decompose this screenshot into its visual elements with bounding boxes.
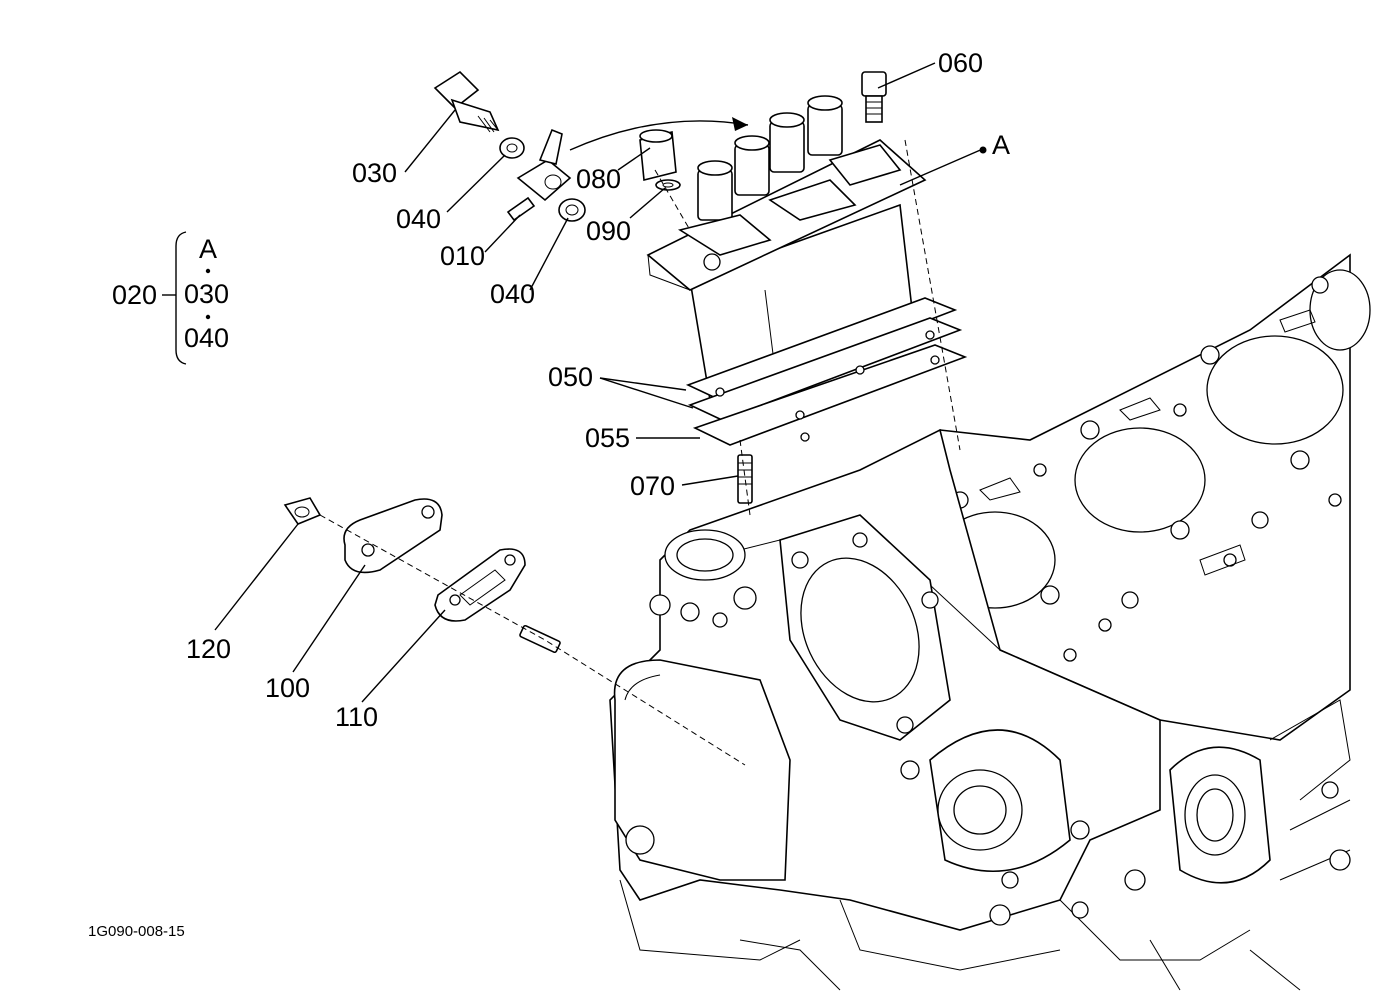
callout-060: 060 — [938, 48, 983, 78]
callout-A: A — [992, 130, 1010, 160]
group-member-030: 030 — [184, 279, 229, 309]
callout-050: 050 — [548, 362, 593, 392]
assembly-group-020: 020 A 030 040 — [112, 231, 229, 365]
callout-040-lower: 040 — [490, 279, 535, 309]
callout-070: 070 — [630, 471, 675, 501]
callout-040-upper: 040 — [396, 204, 441, 234]
callout-120: 120 — [186, 634, 231, 664]
group-member-040: 040 — [184, 323, 229, 353]
figure-code: 1G090-008-15 — [88, 923, 185, 940]
leader-lines — [214, 62, 986, 703]
group-member-A: A — [199, 234, 217, 264]
callout-090: 090 — [586, 216, 631, 246]
collar-and-washer — [639, 129, 681, 191]
callout-030: 030 — [352, 158, 397, 188]
assembly-center-line — [319, 514, 746, 766]
callout-010: 010 — [440, 241, 485, 271]
cover-plate-assembly — [283, 497, 561, 654]
callout-055: 055 — [585, 423, 630, 453]
callout-080: 080 — [576, 164, 621, 194]
group-label: 020 — [112, 280, 157, 310]
overflow-pipe-joint — [433, 70, 586, 222]
shim-gaskets — [685, 297, 968, 446]
movement-arrow — [569, 120, 749, 151]
engine-block — [609, 253, 1371, 991]
pump-mounting-bolt — [861, 71, 887, 123]
reference-dot — [979, 146, 987, 154]
arrow-head — [732, 117, 748, 131]
callout-100: 100 — [265, 673, 310, 703]
callout-110: 110 — [335, 702, 378, 732]
callout-labels: 010 030 040 040 080 090 060 A 050 055 07… — [186, 48, 1010, 732]
stud-bolt — [737, 454, 753, 504]
